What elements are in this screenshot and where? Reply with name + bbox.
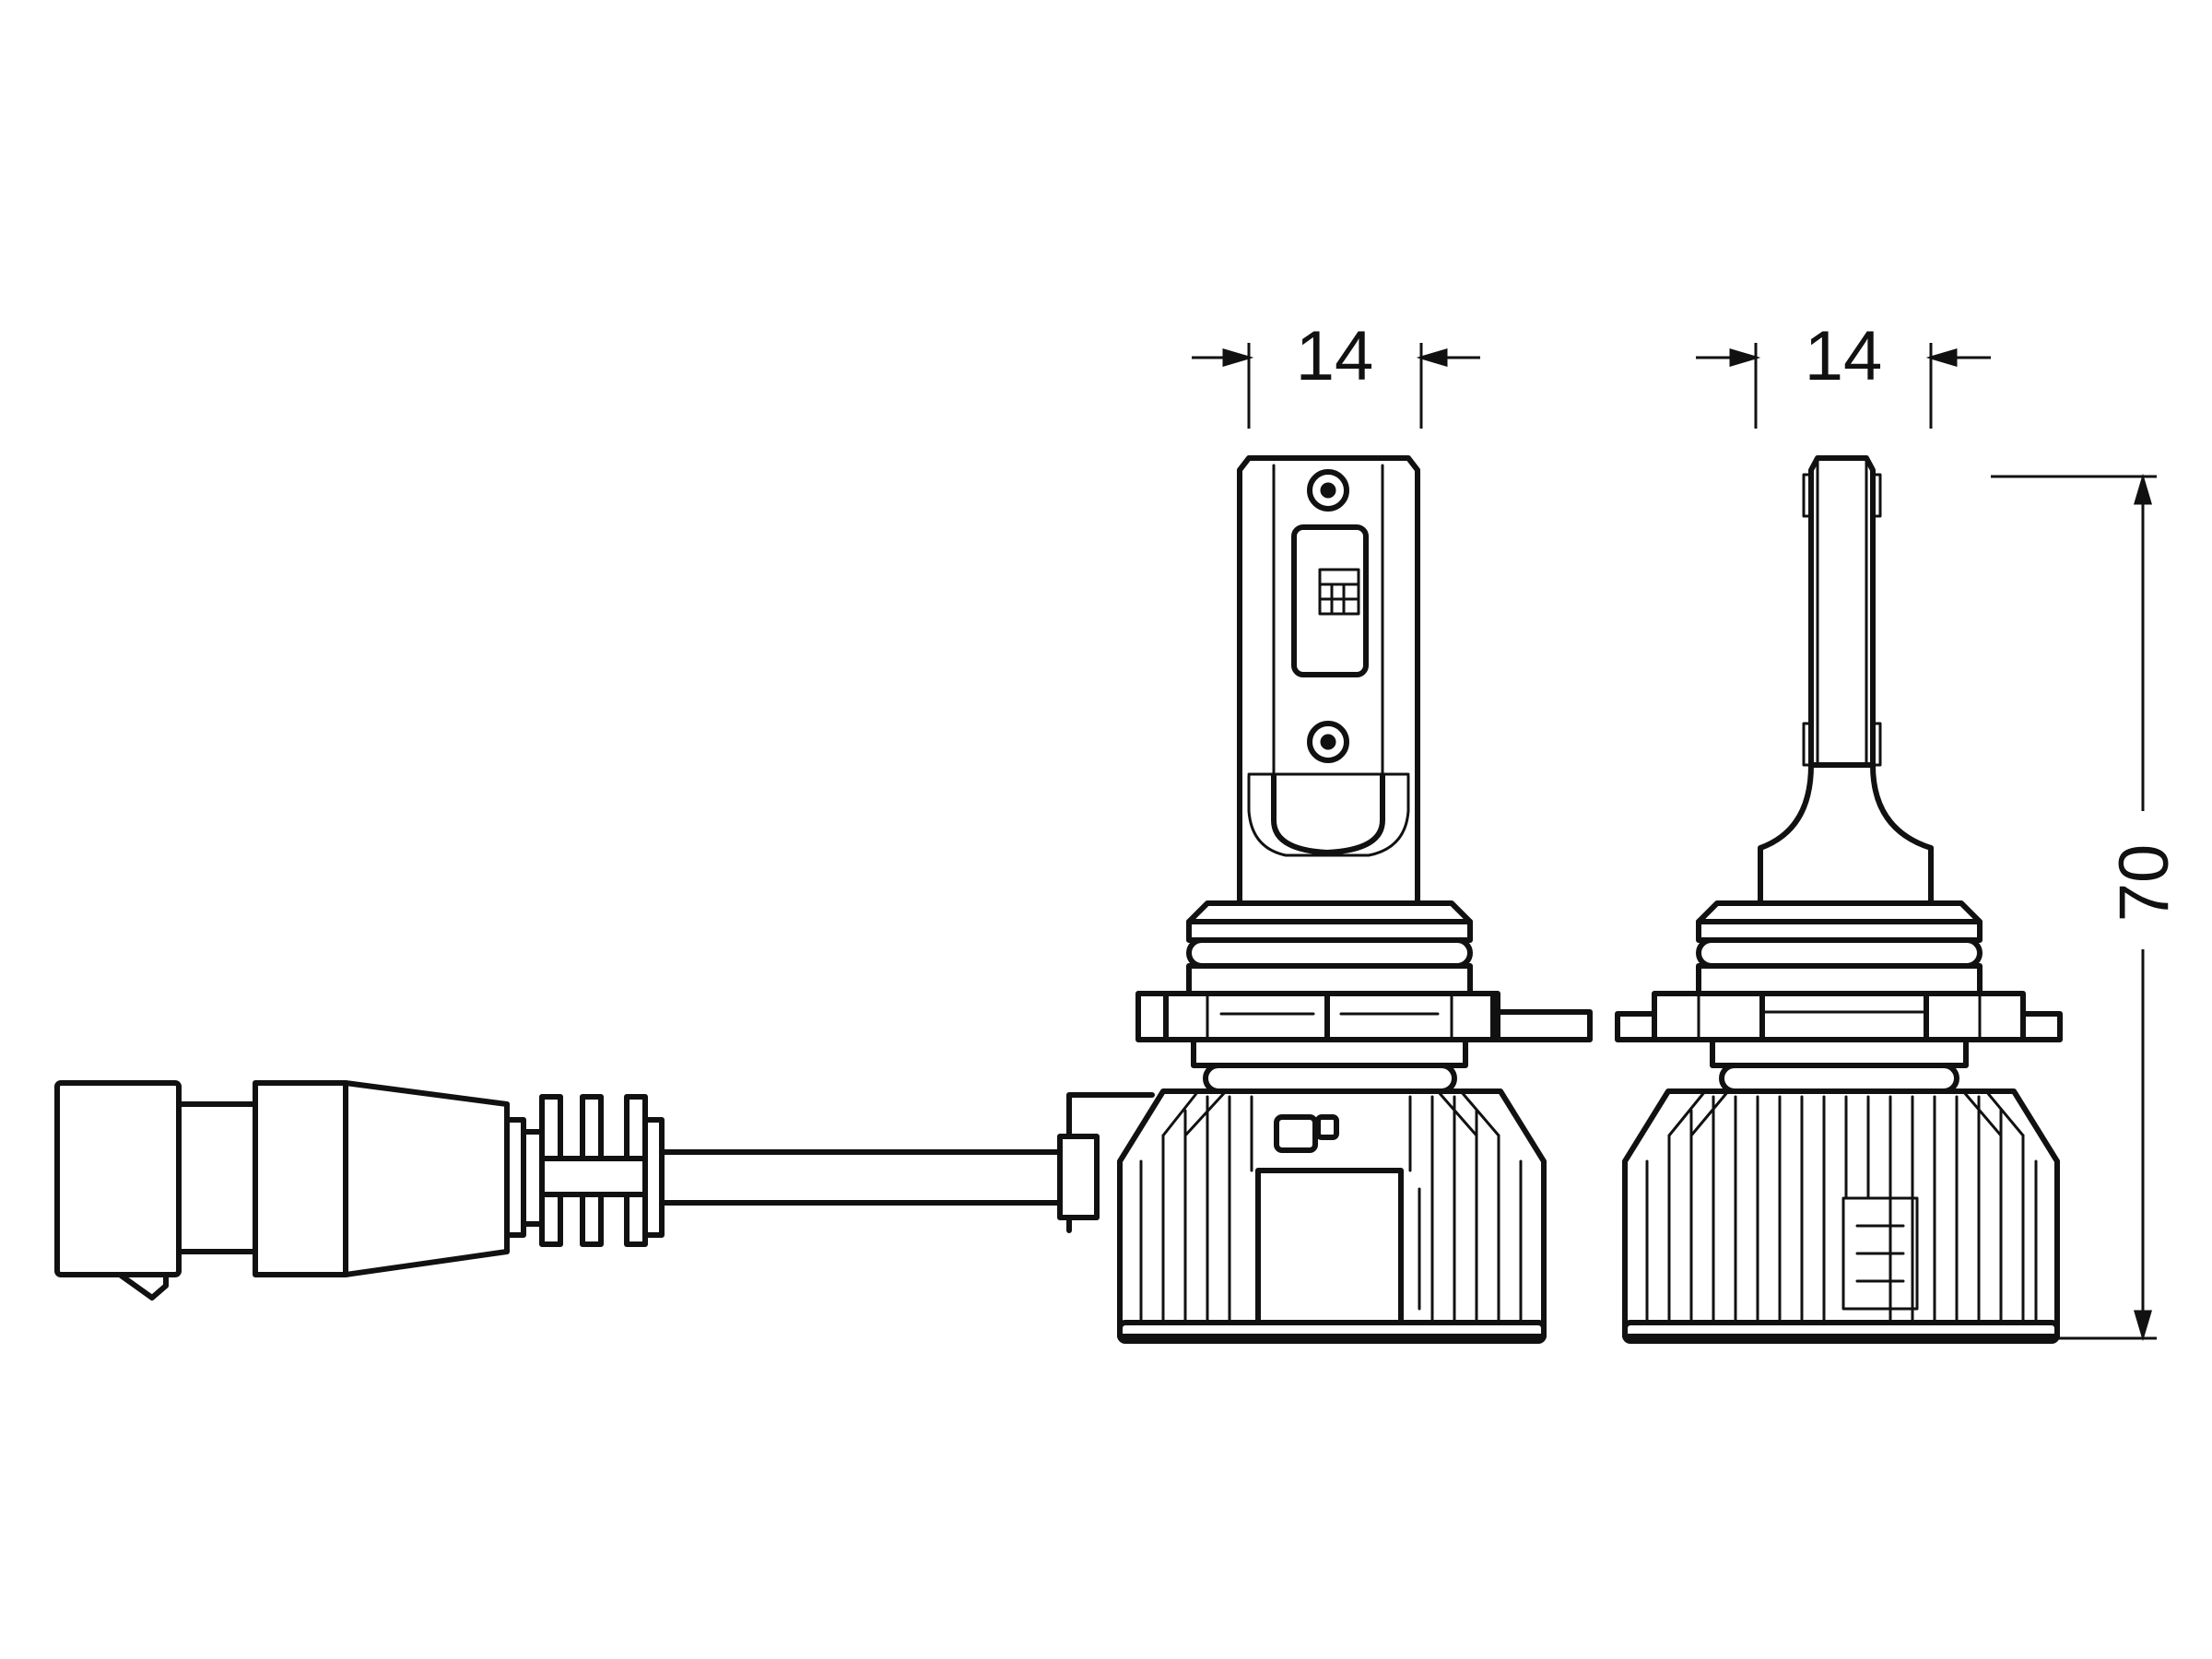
bulb-side-view xyxy=(1615,455,2063,1344)
cable-grip xyxy=(539,1094,665,1247)
dimension-label: 14 xyxy=(1805,317,1883,395)
screw-icon xyxy=(1307,721,1349,763)
dimension-width-left: 14 xyxy=(1192,317,1480,429)
dimension-height: 70 xyxy=(1991,473,2183,1342)
connector-plug xyxy=(54,1080,1155,1300)
heatsink xyxy=(1117,1088,1547,1339)
dimension-label: 70 xyxy=(2105,844,2183,923)
screw-icon xyxy=(1307,469,1349,512)
led-chip-icon xyxy=(1291,524,1369,677)
dimension-width-right: 14 xyxy=(1696,317,1991,429)
bulb-front-view xyxy=(1117,455,1593,1344)
dimension-label: 14 xyxy=(1296,317,1374,395)
